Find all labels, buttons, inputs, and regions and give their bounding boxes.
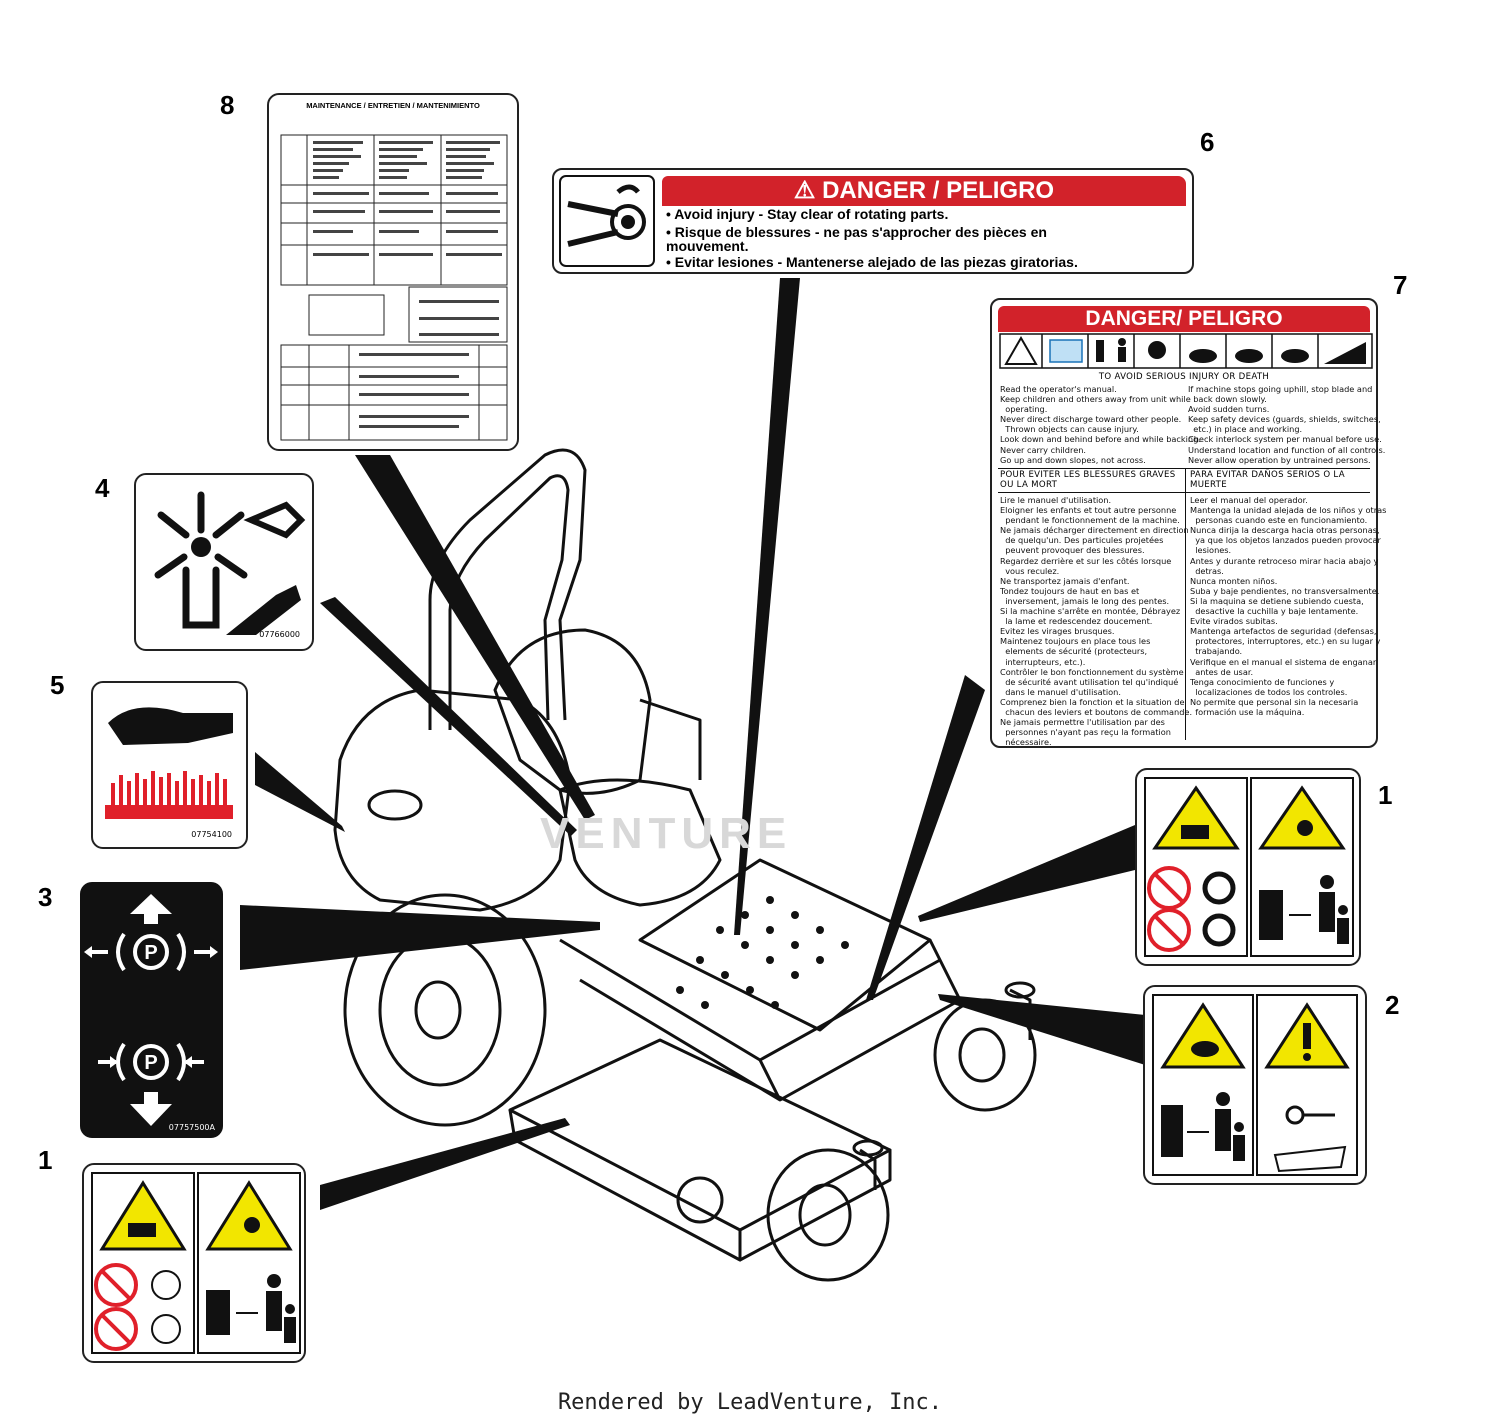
callout-6: 6: [1200, 127, 1215, 157]
danger-line-fr2: mouvement.: [666, 238, 749, 254]
callout-4: 4: [95, 473, 110, 503]
instructions-en-right: If machine stops going uphill, stop blad…: [1188, 384, 1386, 465]
danger-header-7: DANGER/ PELIGRO: [998, 306, 1370, 332]
maintenance-header: MAINTENANCE / ENTRETIEN / MANTENIMIENTO: [306, 101, 480, 110]
decal4-code: 07766000: [259, 630, 300, 639]
instructions-en-left: Read the operator's manual. Keep childre…: [1000, 384, 1201, 465]
blade-warning-icons-left: [91, 1172, 301, 1354]
instructions-fr: Lire le manuel d'utilisation. Eloigner l…: [1000, 495, 1193, 748]
decal-blade-warning-left: [82, 1163, 306, 1363]
divider-2: [998, 492, 1370, 493]
column-divider: [1185, 468, 1186, 740]
callout-1-left: 1: [38, 1145, 53, 1175]
decal-hot-surface: 07754100: [91, 681, 248, 849]
crush-hand-icon: [154, 491, 306, 635]
callout-7: 7: [1393, 270, 1408, 300]
divider: [998, 468, 1370, 469]
decal-danger-operator-safety: DANGER/ PELIGRO TO AVOID SERIOUS INJURY …: [990, 298, 1386, 748]
subheader-es: PARA EVITAR DAÑOS SERIOS O LA MUERTE: [1190, 470, 1345, 490]
decal-rollover-warning: [1143, 985, 1367, 1185]
decal3-code: 07757500A: [168, 1123, 215, 1132]
decal-danger-rotating-parts: ⚠ DANGER / PELIGRO • Avoid injury - Stay…: [552, 168, 1194, 274]
decal-maintenance: MAINTENANCE / ENTRETIEN / MANTENIMIENTO: [267, 93, 519, 451]
blade-warning-icons: [1144, 777, 1354, 957]
subheader-fr: POUR EVITER LES BLESSURES GRAVES OU LA M…: [1000, 470, 1176, 490]
entanglement-icon: [559, 175, 655, 267]
svg-text:P: P: [144, 942, 157, 964]
danger-header: ⚠ DANGER / PELIGRO: [662, 176, 1186, 206]
callout-3: 3: [38, 882, 53, 912]
footer-credit: Rendered by LeadVenture, Inc.: [557, 1390, 943, 1415]
safety-pictogram-row: [999, 333, 1373, 369]
maintenance-table: [280, 134, 508, 441]
callout-2: 2: [1385, 990, 1400, 1020]
subheader-en: TO AVOID SERIOUS INJURY OR DEATH: [1098, 372, 1270, 382]
rollover-warning-icons: [1152, 994, 1358, 1176]
callout-8: 8: [220, 90, 235, 120]
danger-line-es: • Evitar lesiones - Mantenerse alejado d…: [666, 254, 1078, 270]
danger-line-fr: • Risque de blessures - ne pas s'approch…: [666, 224, 1047, 240]
svg-text:P: P: [144, 1052, 157, 1074]
callout-5: 5: [50, 670, 65, 700]
hot-surface-icon: [105, 707, 233, 819]
decal5-code: 07754100: [191, 830, 232, 839]
callout-1-right: 1: [1378, 780, 1393, 810]
danger-line-en: • Avoid injury - Stay clear of rotating …: [666, 206, 949, 222]
decal-blade-warning-right: [1135, 768, 1361, 966]
decal-crush-hazard: 07766000: [134, 473, 314, 651]
watermark: VENTURE: [540, 809, 792, 858]
instructions-es: Leer el manual del operador. Mantenga la…: [1190, 495, 1387, 717]
parking-brake-icon: PP: [84, 894, 218, 1126]
